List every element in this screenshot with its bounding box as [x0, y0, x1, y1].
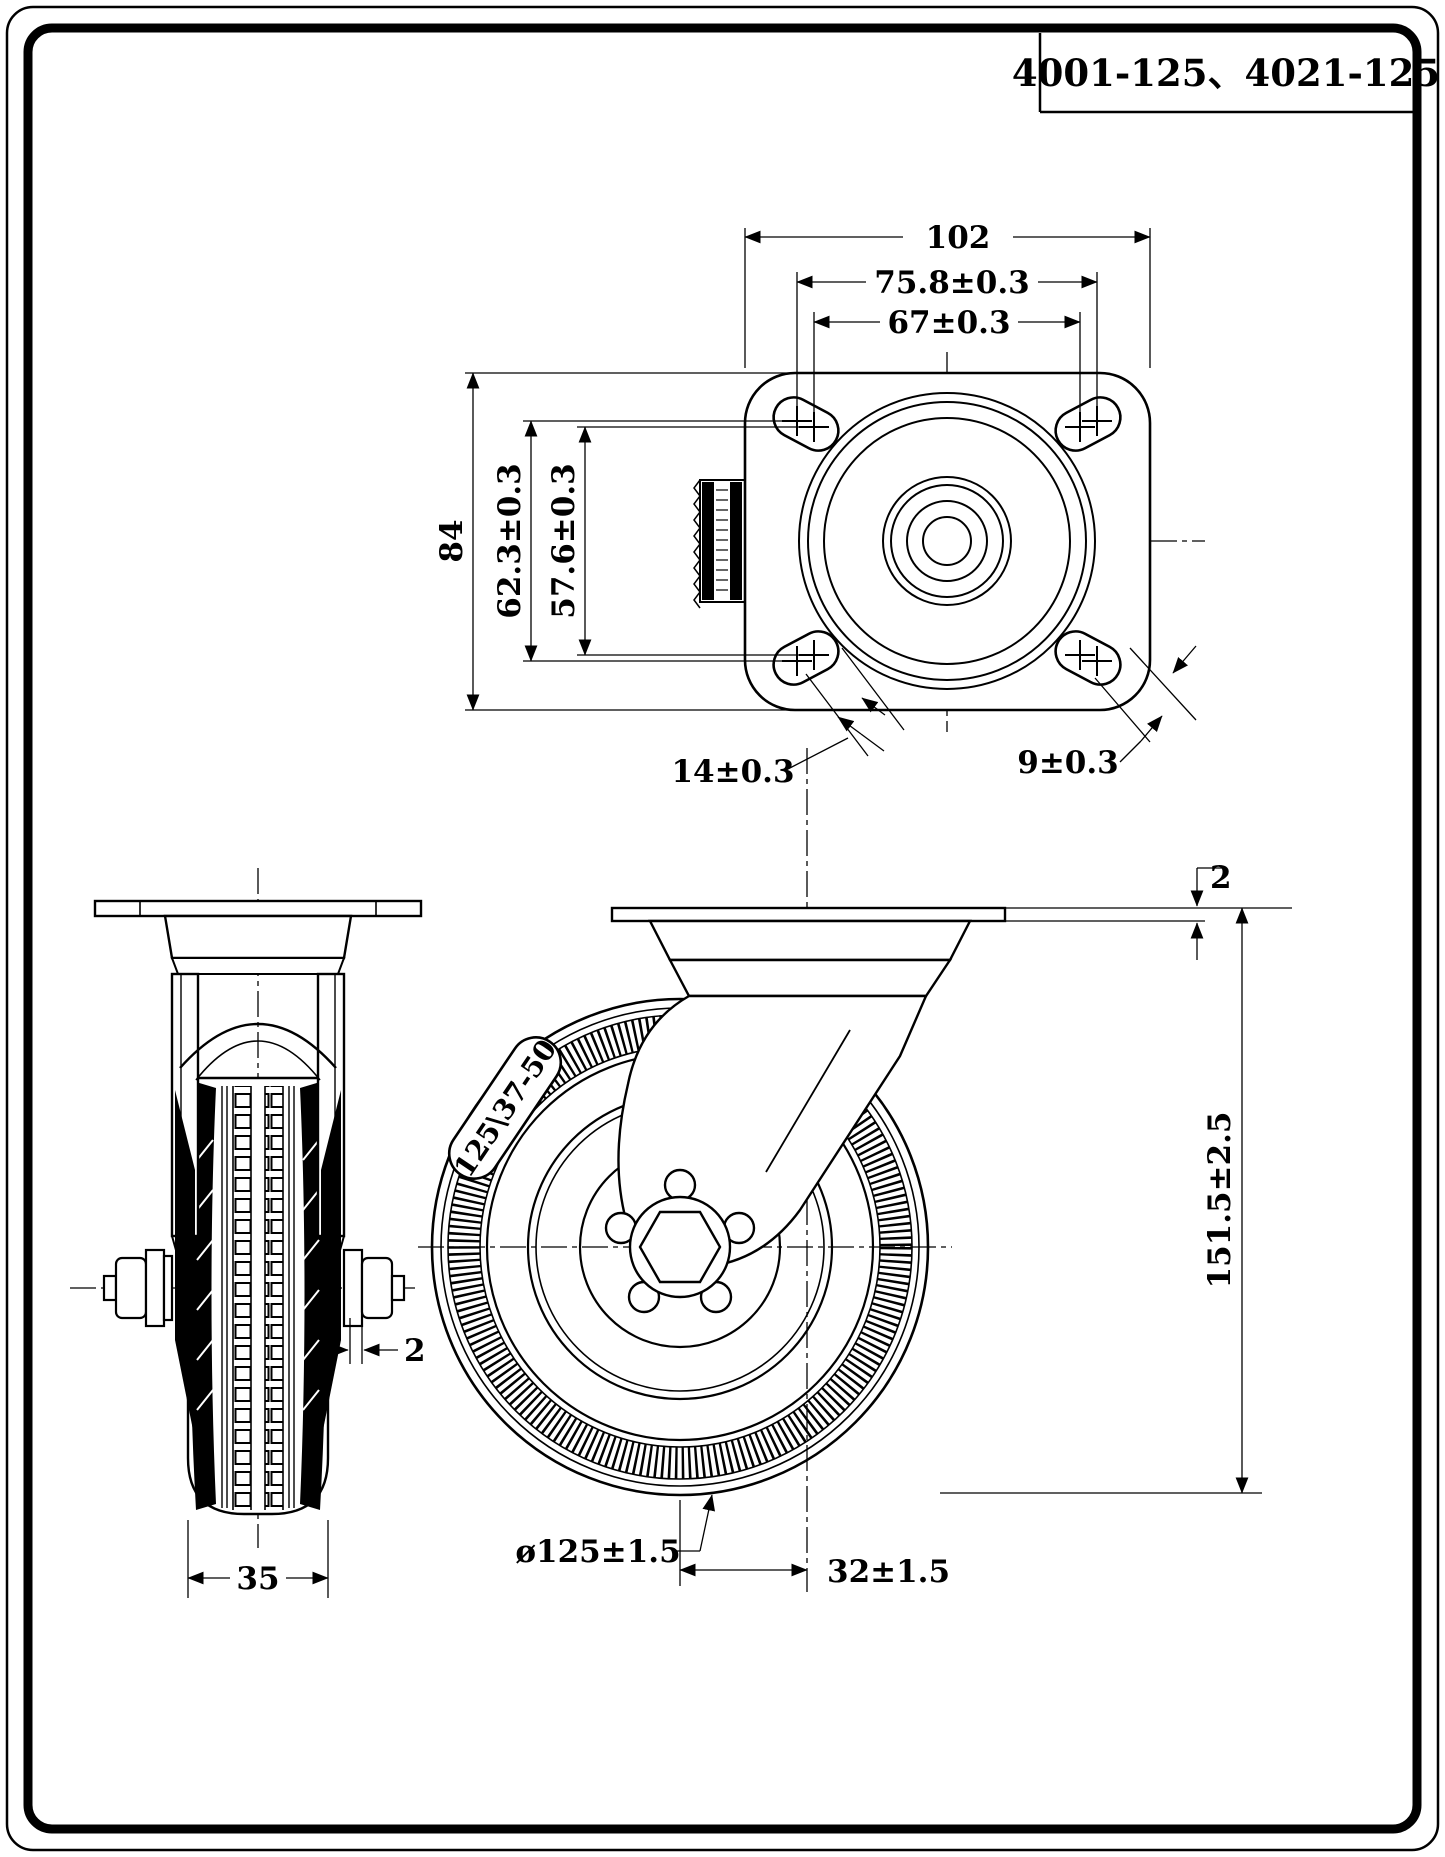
side-view: 2 35 — [70, 868, 426, 1598]
side-plate — [93, 899, 423, 918]
svg-text:2: 2 — [404, 1333, 426, 1369]
bolt-slots — [772, 396, 1122, 686]
svg-text:32±1.5: 32±1.5 — [827, 1554, 950, 1590]
page-border — [5, 5, 1440, 1852]
swivel-raceway-circles — [798, 392, 1096, 690]
model-numbers: 4001-125、4021-125 — [1012, 51, 1440, 95]
side-fork — [170, 972, 346, 1440]
svg-text:9±0.3: 9±0.3 — [1017, 745, 1118, 781]
dim-plate-depth: 84 — [434, 372, 792, 711]
knurled-boss — [693, 479, 749, 609]
svg-text:ø125±1.5: ø125±1.5 — [515, 1534, 680, 1570]
dim-slot-length: 14±0.3 — [671, 647, 905, 790]
axle-hex-nut — [638, 1210, 722, 1284]
svg-text:35: 35 — [236, 1561, 279, 1597]
svg-text:75.8±0.3: 75.8±0.3 — [874, 265, 1029, 301]
side-axle-bolt — [102, 1248, 406, 1328]
front-wheel — [430, 997, 930, 1497]
svg-text:57.6±0.3: 57.6±0.3 — [546, 463, 582, 618]
svg-text:62.3±0.3: 62.3±0.3 — [492, 463, 528, 618]
dim-wheel-diameter: ø125±1.5 — [515, 1494, 716, 1570]
svg-text:14±0.3: 14±0.3 — [671, 754, 794, 790]
dim-bolt-spacing-y-inner: 57.6±0.3 — [546, 426, 800, 656]
svg-text:2: 2 — [1210, 860, 1232, 896]
front-view: 125\37-50 2 — [418, 748, 1292, 1592]
dim-plate-thickness: 2 — [1005, 860, 1292, 960]
dim-tread-edge: 2 — [316, 1318, 426, 1369]
dim-slot-width: 9±0.3 — [1017, 645, 1197, 781]
dim-overall-height: 151.5±2.5 — [940, 907, 1262, 1494]
side-swivel-housing — [163, 914, 353, 960]
title-block: 4001-125、4021-125 — [1012, 33, 1440, 114]
front-hub — [604, 1168, 756, 1314]
bolt-position-marks — [782, 406, 1112, 676]
dim-swivel-offset: 32±1.5 — [679, 1500, 950, 1590]
svg-text:84: 84 — [434, 519, 470, 562]
svg-text:67±0.3: 67±0.3 — [887, 305, 1010, 341]
top-plate-view: 102 75.8±0.3 67±0.3 84 — [434, 220, 1205, 790]
svg-text:102: 102 — [926, 220, 991, 256]
mounting-plate — [743, 371, 1152, 712]
side-wheel — [186, 1076, 330, 1516]
dim-bolt-spacing-x-outer: 75.8±0.3 — [796, 265, 1098, 410]
dim-bolt-spacing-y-outer: 62.3±0.3 — [492, 420, 784, 662]
dim-bolt-spacing-x-inner: 67±0.3 — [813, 305, 1081, 416]
svg-text:151.5±2.5: 151.5±2.5 — [1202, 1112, 1238, 1289]
dim-plate-width: 102 — [744, 220, 1151, 368]
front-plate — [610, 906, 1007, 923]
dim-wheel-width: 35 — [187, 1520, 329, 1598]
